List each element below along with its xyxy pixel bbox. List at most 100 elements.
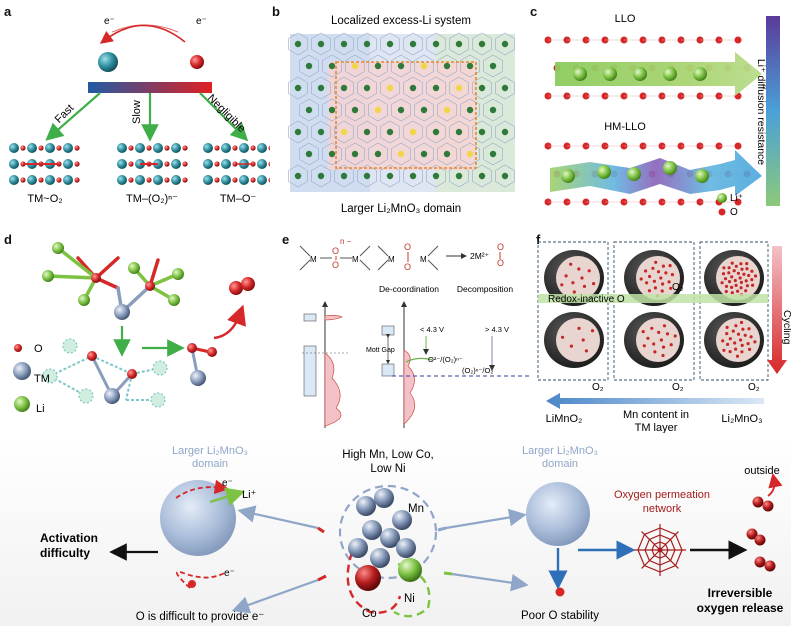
composition-label-1: High Mn, Low Co,: [342, 449, 433, 461]
activation-label-2: difficulty: [40, 546, 90, 560]
panel-c: LLO HM-LLO Li⁺ diffusion resistance Li⁺ …: [544, 13, 780, 218]
panel-g: Larger Li₂MnO₃ domain e⁻ Li⁺ Activation …: [0, 436, 791, 626]
arrow-o2-release: [213, 304, 246, 340]
right-li2mno3-domain: [526, 482, 590, 546]
legend-li-label: Li: [36, 403, 45, 415]
llo-label: LLO: [615, 13, 636, 25]
hm-llo-label: HM-LLO: [604, 121, 646, 133]
composition-label-2: Low Ni: [370, 463, 405, 475]
metal-label-4: M: [420, 255, 427, 264]
li-legend-icon: [717, 193, 727, 203]
svg-text:O: O: [404, 262, 411, 272]
species-tm-o2n: TM–(O₂)ⁿ⁻: [126, 193, 178, 205]
svg-text:O: O: [497, 242, 504, 252]
charge-label: n −: [340, 237, 352, 246]
redox-inactive-label: Redox-inactive O: [548, 294, 625, 305]
couple-o-o2n: O²⁻/(O₂)ⁿ⁻: [428, 355, 463, 364]
legend-tm-label: TM: [34, 373, 50, 385]
mn-content-arrow: [546, 393, 764, 409]
electron-label-left: e⁻: [104, 16, 115, 27]
species-tm-o2: TM~O₂: [27, 193, 62, 205]
legend-o-label: O: [34, 343, 43, 355]
outside-label: outside: [744, 465, 779, 477]
lattice-fast: [9, 143, 80, 185]
network-label-1: Oxygen permeation: [614, 489, 710, 501]
arrow-negligible: [199, 92, 249, 142]
metal-label-1: M: [310, 255, 317, 264]
li-legend-label: Li⁺: [730, 193, 743, 204]
cycling-label: Cycling: [781, 310, 791, 345]
panel-label-c: c: [530, 4, 538, 19]
svg-text:O: O: [332, 260, 339, 270]
li2mno3-label: Li₂MnO₃: [721, 413, 762, 425]
mn-dashed-boundary: [338, 484, 438, 580]
panel-d: O TM Li: [13, 242, 255, 415]
delithiated-structure: [42, 277, 255, 408]
panel-f: Redox-inactive O O₂ O₂ O₂ O₂ Cycling LiM…: [537, 241, 791, 433]
g-electron-label-top: e⁻: [222, 478, 233, 489]
o2-label-bottom-1: O₂: [592, 382, 604, 393]
electron-transfer-arrow: [99, 24, 186, 44]
resistance-axis-label: Li⁺ diffusion resistance: [755, 59, 767, 165]
metal-label-2: M: [352, 255, 359, 264]
o2-label-bottom-3: O₂: [748, 382, 760, 393]
mn-label: Mn: [408, 503, 424, 515]
mn-content-label-2: TM layer: [635, 422, 678, 433]
species-tm-o: TM–O⁻: [220, 193, 257, 205]
lattice-negligible: [203, 143, 270, 185]
decoordinated-species: M O O M: [377, 242, 439, 272]
resistance-scale-bar: [766, 16, 780, 206]
g-oxygen-atom-right: [555, 587, 565, 597]
left-li2mno3-domain: [160, 480, 236, 556]
release-label-2: oxygen release: [697, 601, 784, 615]
header-decomposition: Decomposition: [457, 284, 513, 294]
spider-web-icon: [634, 524, 686, 576]
cycling-arrow: [767, 246, 787, 374]
peroxo-bridge: M O O M n −: [299, 237, 371, 271]
released-o2-atom: [229, 281, 243, 295]
g-li-label: Li⁺: [242, 489, 257, 501]
co-label: Co: [362, 608, 377, 620]
svg-text:O: O: [404, 242, 411, 252]
co-dashed-boundary: [346, 551, 402, 614]
couple-o2n-o2: (O₂)ⁿ⁻/O₂: [462, 366, 493, 375]
mn-atoms: [348, 488, 416, 568]
panel-label-b: b: [272, 4, 280, 19]
redox-inactive-band: [538, 294, 768, 303]
lattice-slow: [117, 143, 188, 185]
header-decoordination: De-coordination: [379, 284, 439, 294]
panel-label-e: e: [282, 232, 290, 247]
intact-structure: [46, 246, 180, 314]
o2-label-top: O₂: [672, 282, 684, 293]
activation-label-1: Activation: [40, 531, 98, 545]
arrow-fast: [45, 92, 101, 141]
metal-product: 2M²⁺: [470, 251, 490, 261]
oxygen-atom: [190, 55, 204, 69]
left-domain-label-1: Larger Li₂MnO₃: [172, 445, 248, 457]
right-domain-label-2: domain: [542, 458, 578, 470]
tm-atom: [98, 52, 118, 72]
panel-e: M O O M n − M O O M 2M²⁺ O O De-coordina…: [299, 237, 530, 428]
panel-label-f: f: [536, 232, 541, 247]
llo-diffusion-arrow: [555, 52, 762, 96]
li2mno3-domain-outline: [335, 61, 477, 169]
ni-atom: [398, 558, 422, 582]
poor-o-stability-label: Poor O stability: [521, 610, 599, 622]
g-oxygen-atom-left: [188, 580, 196, 588]
network-label-2: network: [643, 503, 682, 515]
release-label-1: Irreversible: [708, 586, 773, 600]
released-o2-atom: [241, 277, 255, 291]
metal-label-3: M: [388, 255, 395, 264]
hexagonal-lattice: [288, 32, 515, 188]
legend-tm-icon: [13, 362, 31, 380]
limno2-label: LiMnO₂: [546, 413, 583, 425]
voltage-low: < 4.3 V: [420, 325, 444, 334]
voltage-high: > 4.3 V: [485, 325, 509, 334]
covalency-gradient-bar: [88, 82, 212, 93]
rate-negligible: Negligible: [205, 92, 248, 135]
panel-label-d: d: [4, 232, 12, 247]
particle-grid: [544, 250, 764, 368]
panel-b-caption: Larger Li₂MnO₃ domain: [341, 203, 461, 215]
mott-gap-label: Mott Gap: [366, 347, 395, 354]
hm-llo-diffusion-arrow: [550, 150, 762, 196]
